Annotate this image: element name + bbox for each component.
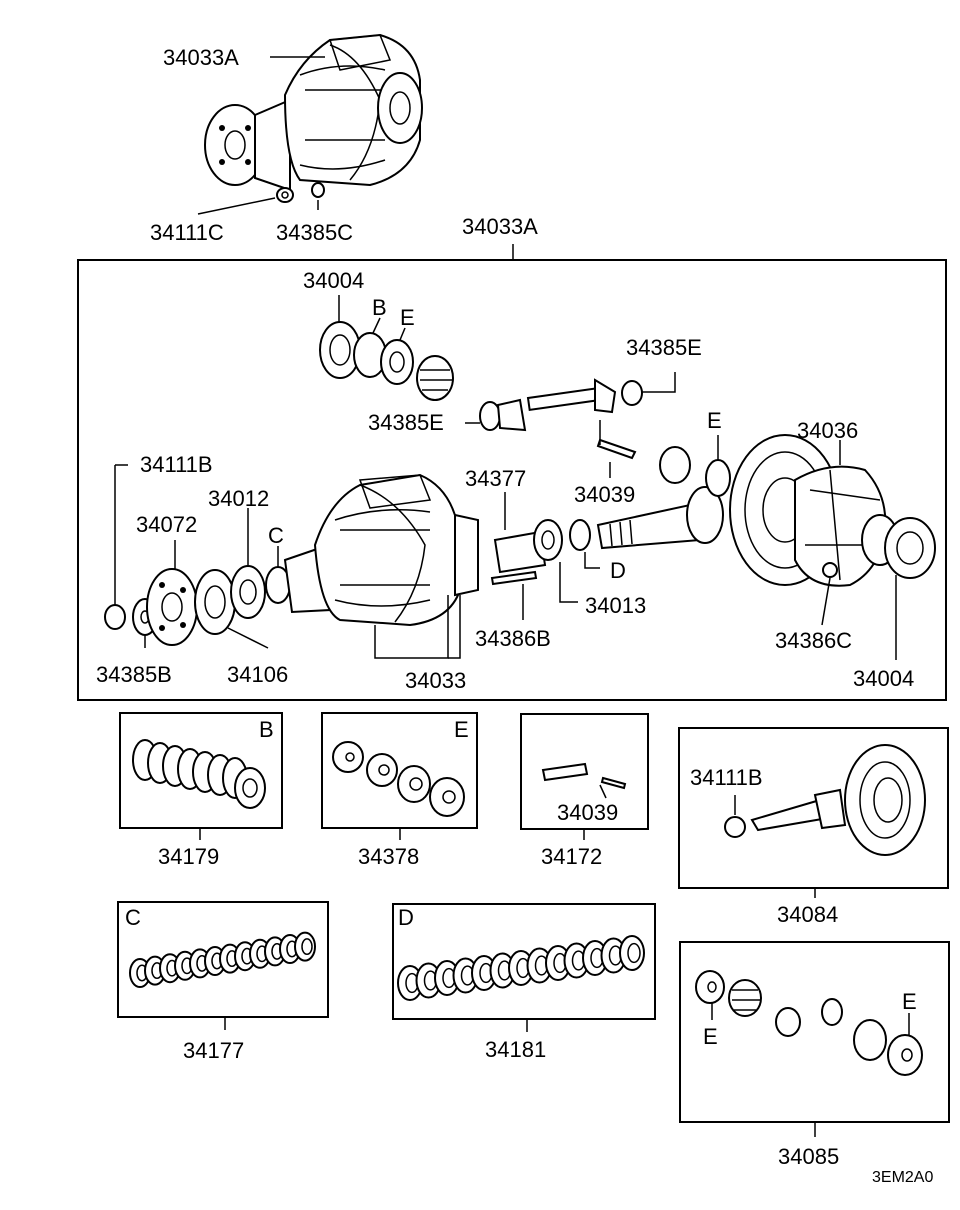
label-letter-e-top: E xyxy=(400,305,415,330)
kit-e-letter: E xyxy=(454,717,469,742)
label-bearing-cup: 34013 xyxy=(585,593,646,618)
label-top-nut: 34111C xyxy=(150,220,224,245)
kit-box-b xyxy=(119,712,283,840)
label-seal: 34106 xyxy=(227,662,288,687)
label-letter-d: D xyxy=(610,558,626,583)
pinion-shaft-drawing xyxy=(479,372,676,460)
label-pin: 34039 xyxy=(574,482,635,507)
label-bolt-c: 34386C xyxy=(775,628,852,653)
label-bolt-b: 34386B xyxy=(475,626,551,651)
kit-pin-number: 34172 xyxy=(541,844,602,869)
label-spacer: 34377 xyxy=(465,466,526,491)
kit-d-letter: D xyxy=(398,905,414,930)
shim-ring-hole xyxy=(301,938,313,956)
label-case: 34036 xyxy=(797,418,858,443)
label-washer-b: 34385B xyxy=(96,662,172,687)
kit-box-pin xyxy=(520,713,649,840)
label-frame-title: 34033A xyxy=(462,214,538,239)
shim-ring-hole xyxy=(627,942,641,964)
side-bearing-group-drawing xyxy=(319,295,454,401)
kit-box-c xyxy=(117,901,329,1030)
label-top-washer: 34385C xyxy=(276,220,353,245)
kit-pin-inner: 34039 xyxy=(557,800,618,825)
kit-gears-number: 34085 xyxy=(778,1144,839,1169)
kit-box-gears xyxy=(679,941,950,1137)
label-letter-b-top: B xyxy=(372,295,387,320)
label-flange: 34072 xyxy=(136,512,197,537)
drawing-code: 3EM2A0 xyxy=(872,1169,933,1186)
kit-box-ring-pinion xyxy=(678,727,949,898)
kit-gears-letter-2: E xyxy=(902,989,917,1014)
kit-gears-letter: E xyxy=(703,1024,718,1049)
label-bearing-right: 34004 xyxy=(853,666,914,691)
kit-b-number: 34179 xyxy=(158,844,219,869)
label-nut-left: 34111B xyxy=(140,452,213,477)
label-carrier: 34033 xyxy=(405,668,466,693)
shim-ring xyxy=(619,935,645,971)
kit-d-number: 34181 xyxy=(485,1037,546,1062)
pinion-flange-group-drawing xyxy=(104,464,291,649)
label-letter-e-mid: E xyxy=(707,408,722,433)
kit-box-e xyxy=(321,712,478,840)
spacer-bearing-drawing xyxy=(490,492,600,620)
kit-c-number: 34177 xyxy=(183,1038,244,1063)
kit-ring-inner: 34111B xyxy=(690,765,763,790)
ring-gear-case-drawing xyxy=(596,434,936,660)
carrier-housing-drawing xyxy=(283,473,479,659)
exploded-view-frame xyxy=(77,259,947,701)
label-letter-c: C xyxy=(268,523,284,548)
label-bearing-mid: 34012 xyxy=(208,486,269,511)
label-bearing-top: 34004 xyxy=(303,268,364,293)
kit-box-d xyxy=(392,903,656,1032)
label-washer-left: 34385E xyxy=(368,410,444,435)
kit-b-letter: B xyxy=(259,717,274,742)
kit-e-number: 34378 xyxy=(358,844,419,869)
kit-c-letter: C xyxy=(125,905,141,930)
differential-carrier-assembly-drawing xyxy=(197,33,423,215)
kit-ring-number: 34084 xyxy=(777,902,838,927)
label-washer-right: 34385E xyxy=(626,335,702,360)
label-top-assy: 34033A xyxy=(163,45,239,70)
